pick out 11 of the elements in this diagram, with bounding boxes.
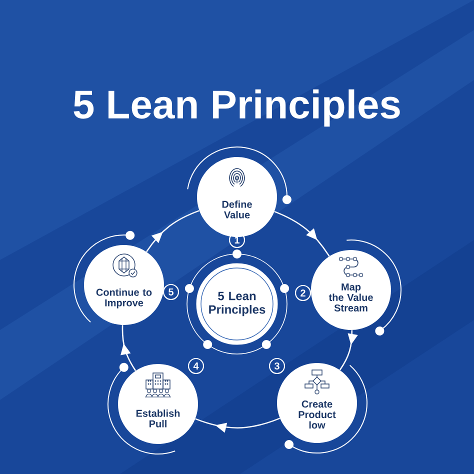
step-number: 2 bbox=[294, 284, 312, 302]
arrow bbox=[120, 325, 136, 372]
arrow bbox=[339, 330, 358, 370]
arrow bbox=[195, 418, 280, 433]
step-number: 5 bbox=[162, 284, 180, 300]
title: 5 Lean Principles bbox=[74, 89, 400, 127]
arrow bbox=[146, 210, 200, 252]
step-number: 3 bbox=[268, 358, 286, 374]
step-number: 1 bbox=[228, 232, 246, 248]
arrow bbox=[274, 210, 330, 257]
step-number: 4 bbox=[188, 358, 204, 374]
